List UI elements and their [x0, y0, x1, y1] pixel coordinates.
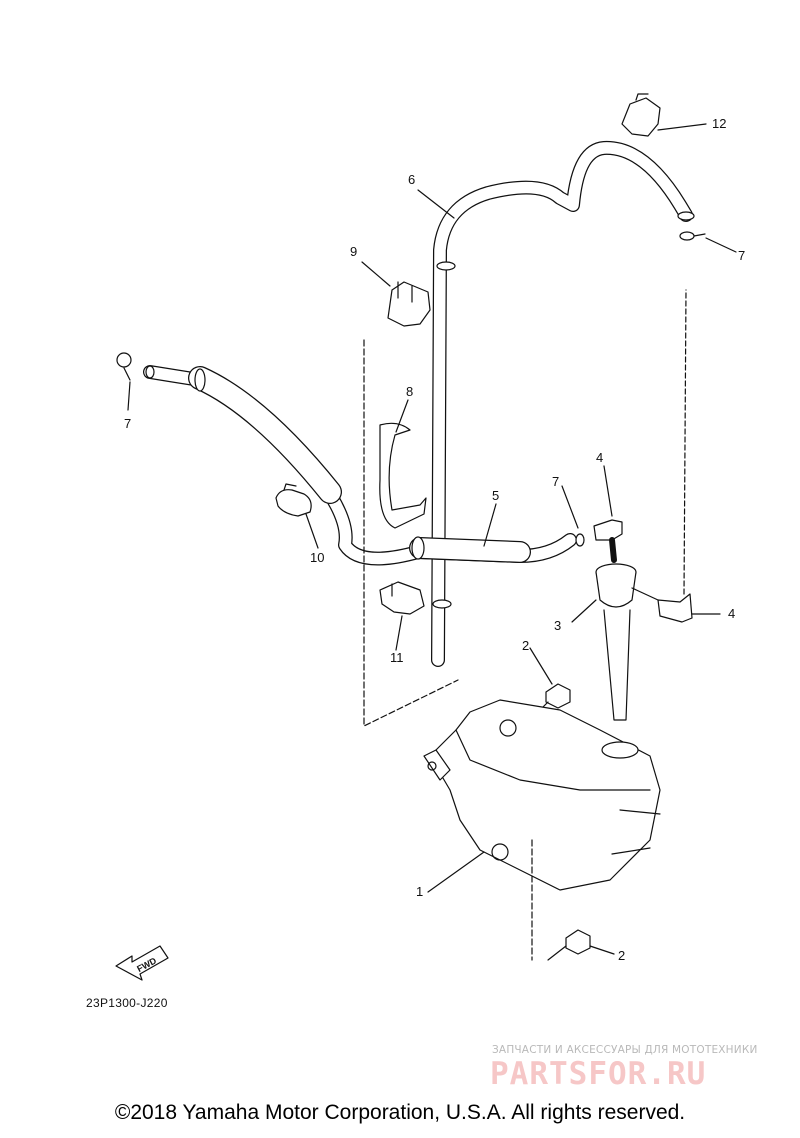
callout-3: 3: [554, 618, 561, 633]
callout-7-left: 7: [124, 416, 131, 431]
callout-7-middle: 7: [552, 474, 559, 489]
leader-lines: [127, 123, 737, 955]
callout-7-right: 7: [738, 248, 745, 263]
fitting-4-right: [657, 289, 693, 623]
watermark-logo: PARTSFOR.RU: [490, 1056, 707, 1092]
clamp-12: [621, 93, 661, 137]
bolt-2-bottom: [547, 929, 591, 961]
callout-1: 1: [416, 884, 423, 899]
clamp-10: [275, 483, 312, 517]
callout-5: 5: [492, 488, 499, 503]
callout-2-bottom: 2: [618, 948, 625, 963]
reference-lines: [363, 339, 533, 961]
hose-5: [143, 365, 577, 566]
clip-7-middle: [575, 533, 585, 547]
callout-10: 10: [310, 550, 324, 565]
callout-4-right: 4: [728, 606, 735, 621]
bolt-2-top: [539, 683, 571, 711]
fitting-4-top: [593, 519, 623, 563]
hose-6: [431, 140, 695, 667]
clip-7-left: [116, 352, 132, 381]
callout-6: 6: [408, 172, 415, 187]
reservoir-tank-1: [423, 699, 661, 891]
callout-4-top: 4: [596, 450, 603, 465]
clip-7-right: [679, 231, 706, 241]
copyright-notice: ©2018 Yamaha Motor Corporation, U.S.A. A…: [114, 1101, 686, 1124]
clamp-9: [387, 281, 431, 327]
watermark-tagline: ЗАПЧАСТИ И АКСЕССУАРЫ ДЛЯ МОТОТЕХНИКИ: [492, 1044, 758, 1056]
callout-9: 9: [350, 244, 357, 259]
callout-11: 11: [390, 650, 404, 665]
clamp-11: [379, 581, 425, 615]
fwd-arrow: [115, 945, 169, 981]
diagram-code: 23P1300-J220: [86, 996, 168, 1010]
valve-3: [595, 563, 659, 721]
callout-8: 8: [406, 384, 413, 399]
callout-12: 12: [712, 116, 726, 131]
bracket-8: [379, 422, 427, 529]
callout-2-top: 2: [522, 638, 529, 653]
